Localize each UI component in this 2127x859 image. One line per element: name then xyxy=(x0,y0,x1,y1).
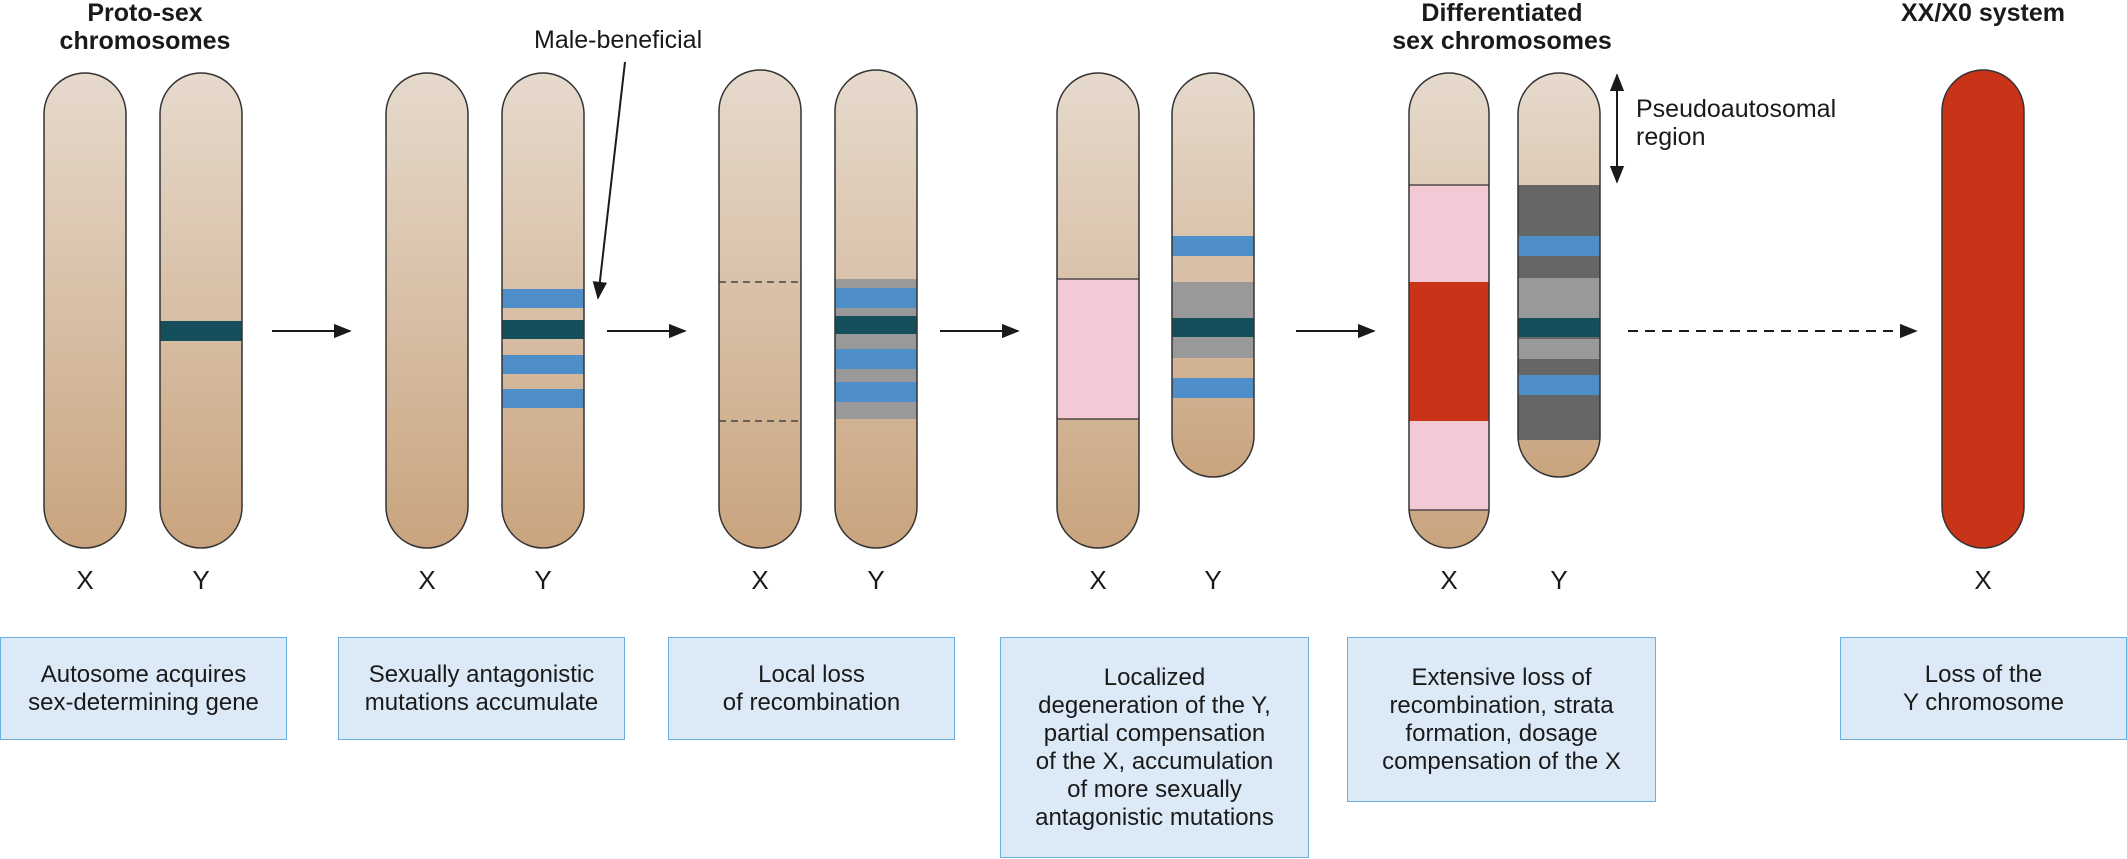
stage-3-y-label: Y xyxy=(867,565,885,595)
stage-1-description: Autosome acquires sex-determining gene xyxy=(0,637,287,740)
stage-6-x-label: X xyxy=(1974,565,1992,595)
stage-4-x-label: X xyxy=(1089,565,1107,595)
antagonistic-band xyxy=(1172,378,1254,398)
stage-4-x-chromosome xyxy=(1056,72,1140,549)
stage-3-x-chromosome xyxy=(718,69,802,549)
stage-2-y-label: Y xyxy=(534,565,552,595)
antagonistic-band xyxy=(835,382,917,402)
pseudoautosomal-label: Pseudoautosomal region xyxy=(1636,95,1837,151)
stage-1-y-chromosome xyxy=(159,72,243,549)
antagonistic-band xyxy=(502,355,584,374)
male-beneficial-pointer xyxy=(592,61,626,300)
sex-determining-gene-band xyxy=(160,321,242,341)
differentiated-heading: Differentiated sex chromosomes xyxy=(1392,0,1612,55)
compensation-region xyxy=(1409,185,1489,282)
stage-3-x-label: X xyxy=(751,565,769,595)
antagonistic-band xyxy=(835,288,917,308)
antagonistic-band xyxy=(502,289,584,308)
stage-1-x-label: X xyxy=(76,565,94,595)
stage-4-y-chromosome xyxy=(1171,72,1255,478)
stage-5-description: Extensive loss of recombination, strata … xyxy=(1347,637,1656,802)
male-beneficial-label: Male-beneficial xyxy=(534,26,703,54)
stage-5-x-label: X xyxy=(1440,565,1458,595)
stage-2-x-chromosome xyxy=(385,72,469,549)
xx-x0-heading: XX/X0 system xyxy=(1901,0,2065,27)
stage-2-x-label: X xyxy=(418,565,436,595)
stage-5-y-chromosome xyxy=(1517,72,1601,478)
antagonistic-band xyxy=(1518,375,1600,395)
sex-determining-gene-band xyxy=(1518,318,1600,337)
stage-5-y-label: Y xyxy=(1550,565,1568,595)
sex-determining-gene-band xyxy=(1172,318,1254,337)
stage-1-x-chromosome xyxy=(43,72,127,549)
proto-sex-heading: Proto-sex chromosomes xyxy=(59,0,231,55)
stage-2-y-chromosome xyxy=(501,72,585,549)
stage-2-description: Sexually antagonistic mutations accumula… xyxy=(338,637,625,740)
stage-6-description: Loss of the Y chromosome xyxy=(1840,637,2127,740)
sex-determining-gene-band xyxy=(502,320,584,339)
stage-6-x-chromosome xyxy=(1941,69,2025,549)
dosage-compensated-region xyxy=(1409,282,1489,421)
sex-determining-gene-band xyxy=(835,316,917,334)
stage-5-x-chromosome xyxy=(1408,72,1490,549)
stage-3-description: Local loss of recombination xyxy=(668,637,955,740)
stage-3-y-chromosome xyxy=(834,69,918,549)
stage-1-y-label: Y xyxy=(192,565,210,595)
compensation-region xyxy=(1409,421,1489,510)
stage-4-description: Localized degeneration of the Y, partial… xyxy=(1000,637,1309,858)
antagonistic-band xyxy=(502,389,584,408)
stage-4-y-label: Y xyxy=(1204,565,1222,595)
antagonistic-band xyxy=(835,349,917,369)
antagonistic-band xyxy=(1172,236,1254,256)
antagonistic-band xyxy=(1518,236,1600,256)
compensation-region xyxy=(1057,279,1139,419)
